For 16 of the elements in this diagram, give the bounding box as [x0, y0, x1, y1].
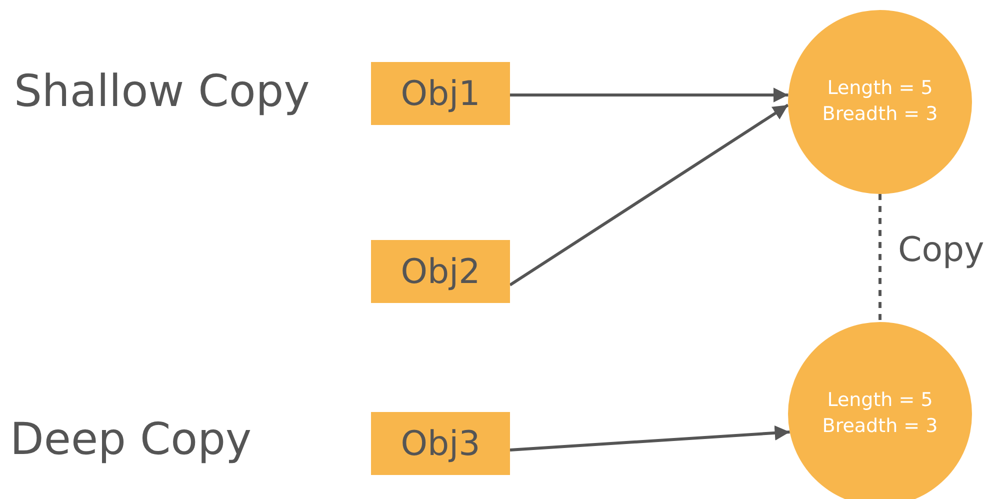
- property-text: Breadth = 3: [822, 414, 938, 439]
- arrow: [510, 88, 788, 102]
- object-name: Obj1: [400, 74, 480, 114]
- object-box: [371, 62, 510, 125]
- object-name: Obj2: [400, 252, 480, 292]
- arrow: [510, 425, 790, 452]
- object-box: [371, 240, 510, 303]
- object-box: [371, 412, 510, 475]
- section-heading: Shallow Copy: [14, 66, 310, 117]
- dashed-connector: [878, 194, 882, 322]
- object-name: Obj3: [400, 424, 480, 464]
- property-text: Breadth = 3: [822, 102, 938, 127]
- property-text: Length = 5: [827, 388, 933, 414]
- section-heading: Deep Copy: [10, 414, 252, 465]
- arrow: [509, 104, 789, 286]
- property-text: Length = 5: [827, 76, 933, 102]
